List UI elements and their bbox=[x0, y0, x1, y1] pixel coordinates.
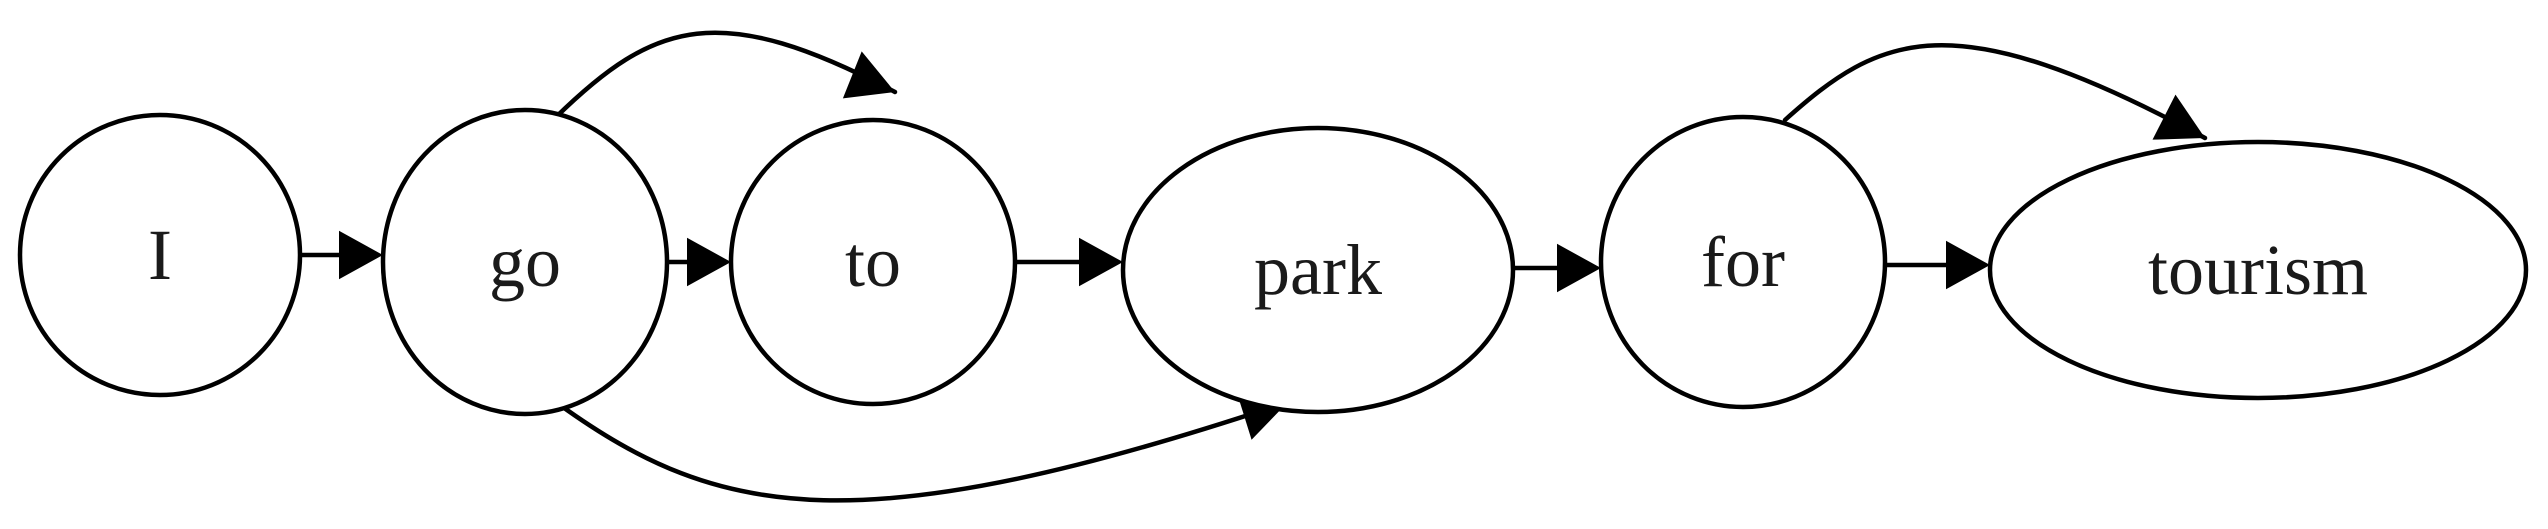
edge-go-to-park-curved-under bbox=[557, 391, 1291, 503]
edge-curve bbox=[1782, 43, 2208, 141]
arrowhead-icon bbox=[2152, 94, 2205, 140]
arrowhead-icon bbox=[1557, 243, 1601, 293]
node-label: I bbox=[148, 215, 172, 295]
node-i: I bbox=[17, 112, 303, 398]
node-shape bbox=[17, 112, 303, 398]
node-label: tourism bbox=[2148, 230, 2368, 310]
edge-go-to-to bbox=[664, 237, 731, 287]
arrowhead-icon bbox=[1946, 240, 1990, 290]
node-shape bbox=[380, 107, 670, 417]
node-to: to bbox=[728, 117, 1018, 407]
node-label: park bbox=[1254, 230, 1382, 310]
node-shape bbox=[728, 117, 1018, 407]
node-for: for bbox=[1598, 114, 1888, 410]
arrowhead-icon bbox=[339, 230, 383, 280]
edge-for-to-tourism-curved-over bbox=[1782, 43, 2208, 141]
edge-to-to-park bbox=[1012, 237, 1123, 287]
arrowhead-icon bbox=[1079, 237, 1123, 287]
node-shape bbox=[1987, 139, 2529, 401]
edge-curve bbox=[552, 30, 898, 121]
edge-park-to-for bbox=[1510, 243, 1601, 293]
node-go: go bbox=[380, 107, 670, 417]
node-park: park bbox=[1120, 125, 1516, 415]
node-label: for bbox=[1701, 222, 1785, 302]
node-label: to bbox=[845, 222, 901, 302]
node-label: go bbox=[489, 222, 561, 302]
node-shape bbox=[1120, 125, 1516, 415]
edge-for-to-tourism bbox=[1882, 240, 1990, 290]
edge-I-to-go bbox=[297, 230, 383, 280]
arrowhead-icon bbox=[687, 237, 731, 287]
node-shape bbox=[1598, 114, 1888, 410]
arrowhead-icon bbox=[842, 51, 895, 99]
edge-go-to-to-curved-over bbox=[552, 30, 898, 121]
node-tourism: tourism bbox=[1987, 139, 2529, 401]
edge-curve bbox=[557, 399, 1291, 503]
